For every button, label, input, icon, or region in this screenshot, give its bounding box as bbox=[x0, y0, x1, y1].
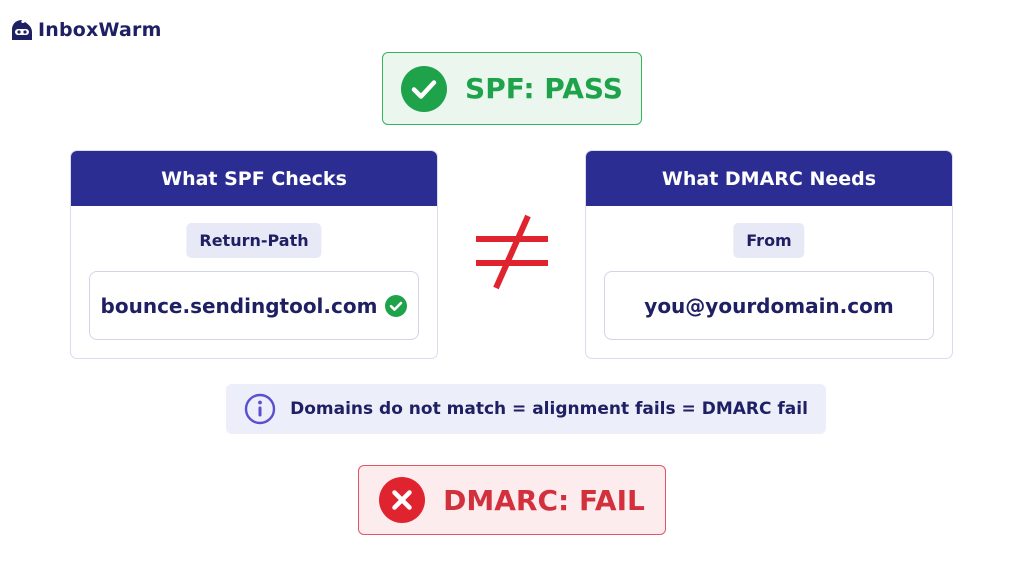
spf-pass-badge: SPF: PASS bbox=[382, 52, 642, 125]
spf-checks-card: What SPF Checks Return-Path bounce.sendi… bbox=[70, 150, 438, 359]
check-circle-icon bbox=[401, 65, 448, 112]
brand-logo: InboxWarm bbox=[8, 16, 162, 44]
dmarc-needs-card: What DMARC Needs From you@yourdomain.com bbox=[585, 150, 953, 359]
return-path-tag: Return-Path bbox=[186, 223, 322, 258]
dmarc-fail-badge: DMARC: FAIL bbox=[358, 465, 666, 535]
flame-avatar-icon bbox=[12, 20, 32, 40]
dmarc-domain-value: you@yourdomain.com bbox=[644, 293, 894, 318]
dmarc-domain-box: you@yourdomain.com bbox=[604, 271, 934, 340]
spf-pass-label: SPF: PASS bbox=[465, 72, 623, 105]
spf-domain-box: bounce.sendingtool.com bbox=[89, 271, 419, 340]
check-circle-icon bbox=[385, 294, 408, 317]
brand-name: InboxWarm bbox=[38, 19, 162, 41]
alignment-note-text: Domains do not match = alignment fails =… bbox=[290, 399, 808, 419]
from-tag: From bbox=[733, 223, 805, 258]
dmarc-fail-label: DMARC: FAIL bbox=[443, 483, 645, 517]
dmarc-card-title: What DMARC Needs bbox=[586, 151, 952, 206]
alignment-note: Domains do not match = alignment fails =… bbox=[226, 384, 826, 434]
spf-domain-value: bounce.sendingtool.com bbox=[100, 293, 378, 318]
x-circle-icon bbox=[379, 477, 426, 523]
spf-card-title: What SPF Checks bbox=[71, 151, 437, 206]
not-equal-icon bbox=[476, 214, 548, 290]
info-icon bbox=[244, 393, 276, 425]
